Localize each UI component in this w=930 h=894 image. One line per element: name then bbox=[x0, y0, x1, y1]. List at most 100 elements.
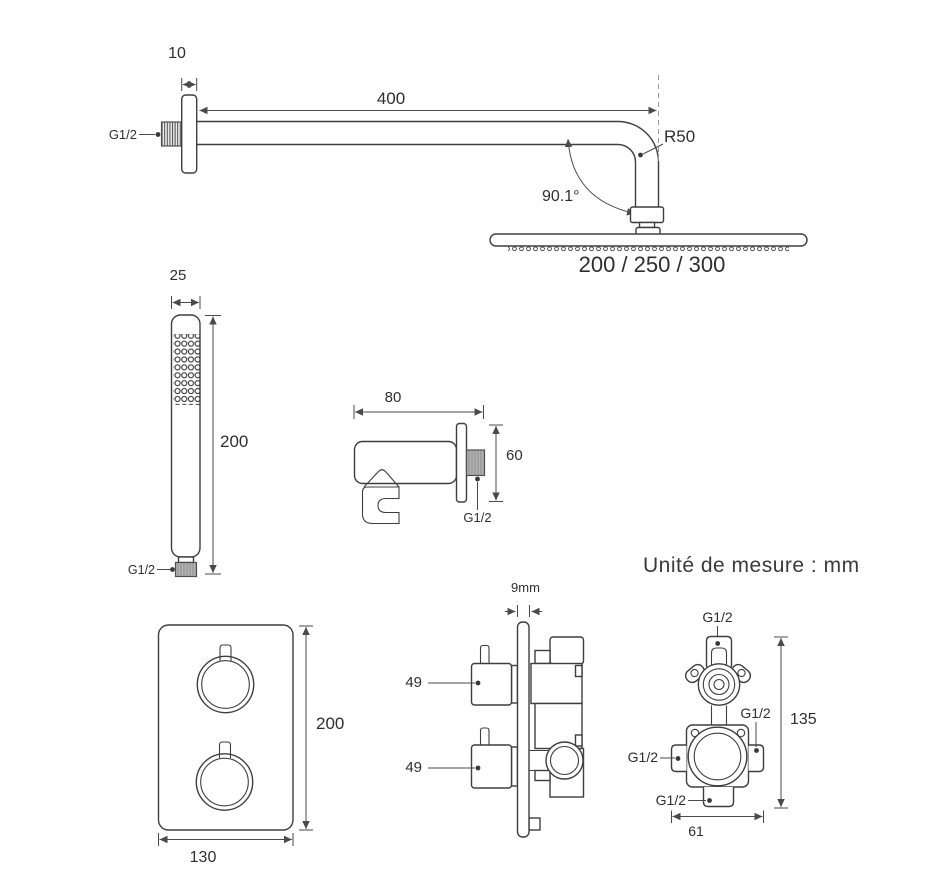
bend-radius-label: R50 bbox=[664, 127, 695, 146]
cartridge-center bbox=[713, 678, 725, 691]
shower-arm-assembly: 10 G1/2 400 R50 90.1° 200 / 250 / 300 bbox=[109, 45, 808, 277]
hand-shower-width-label: 25 bbox=[170, 267, 187, 284]
valve-top-port bbox=[705, 635, 733, 667]
valve-mid-pipe bbox=[710, 705, 728, 725]
hand-shower-thread-connector bbox=[174, 561, 198, 578]
valve-bottom-thread-dot bbox=[707, 798, 712, 803]
main-valve-inner bbox=[693, 732, 742, 781]
outlet-body bbox=[353, 440, 458, 485]
plate-height-ticks bbox=[299, 625, 313, 831]
bottom-knob-depth-dot bbox=[475, 765, 481, 771]
rain-shower-head bbox=[489, 233, 808, 247]
bottom-knob-depth-label: 49 bbox=[405, 759, 422, 776]
outlet-thread-label: G1/2 bbox=[463, 510, 491, 525]
hand-shower-length-ticks bbox=[205, 315, 221, 575]
side-bottom-knob-coupling bbox=[510, 746, 519, 787]
valve-top-port-inner bbox=[710, 647, 728, 678]
cartridge-outer bbox=[697, 663, 741, 706]
outlet-height-label: 60 bbox=[506, 447, 523, 464]
head-sizes-label: 200 / 250 / 300 bbox=[579, 252, 726, 277]
outlet-width-ticks bbox=[353, 405, 484, 419]
dim-flange-thickness-label: 10 bbox=[168, 45, 186, 62]
hand-shower-length-label: 200 bbox=[220, 432, 248, 451]
main-valve-outer bbox=[687, 726, 748, 787]
cartridge-ring-inner bbox=[708, 673, 730, 696]
ear-hole-right bbox=[737, 668, 746, 678]
side-top-knob-body bbox=[470, 662, 513, 706]
trim-plate bbox=[157, 624, 294, 831]
top-knob-outer-ring bbox=[196, 655, 255, 714]
head-connector-nut bbox=[629, 206, 665, 224]
side-port-inner bbox=[549, 745, 580, 776]
valve-bottom-thread-label: G1/2 bbox=[656, 792, 687, 808]
outlet-wall-plate bbox=[455, 422, 468, 503]
rain-head-nozzles bbox=[508, 246, 789, 252]
valve-bottom-port bbox=[702, 787, 735, 808]
ear-hole-left bbox=[690, 668, 699, 678]
valve-height-label: 135 bbox=[790, 711, 817, 728]
outlet-width-label: 80 bbox=[385, 389, 402, 406]
outlet-thread-connector bbox=[465, 449, 486, 477]
wall-outlet-elbow: 80 60 G1/2 bbox=[353, 389, 523, 525]
body-upper-block bbox=[530, 662, 583, 705]
inlet-threaded-nipple bbox=[160, 121, 183, 147]
dim-ticks-flange bbox=[181, 78, 198, 91]
bottom-knob-handle-tab bbox=[218, 741, 232, 758]
valve-top-thread-label: G1/2 bbox=[702, 609, 733, 625]
valve-left-thread-label: G1/2 bbox=[628, 749, 659, 765]
bend-angle-label: 90.1° bbox=[542, 188, 580, 205]
bend-radius-dot bbox=[638, 152, 643, 158]
side-wall-plate bbox=[516, 621, 530, 838]
plate-width-label: 130 bbox=[190, 849, 217, 866]
trim-plate-front-view: 200 130 bbox=[157, 624, 344, 866]
side-plate-thickness-label: 9mm bbox=[511, 580, 540, 595]
arm-inlet-thread-label: G1/2 bbox=[109, 127, 137, 142]
unit-of-measure-note: Unité de mesure : mm bbox=[643, 554, 860, 577]
bottom-knob-inner-ring bbox=[200, 757, 249, 807]
arm-inlet-leader-dot bbox=[155, 132, 161, 137]
hand-shower-spray-holes bbox=[173, 334, 201, 405]
body-middle-block bbox=[534, 702, 583, 750]
bend-angle-arc bbox=[564, 138, 636, 216]
valve-width-label: 61 bbox=[688, 823, 704, 839]
plate-height-label: 200 bbox=[316, 714, 344, 733]
hand-shower: 25 G1/2 200 bbox=[128, 267, 248, 578]
outlet-height-ticks bbox=[489, 424, 503, 502]
dim-arm-length-label: 400 bbox=[377, 89, 405, 108]
body-top-block bbox=[549, 636, 585, 665]
port-connector-lines bbox=[529, 749, 548, 772]
valve-width-ticks bbox=[671, 810, 764, 823]
plate-width-ticks bbox=[158, 833, 294, 846]
side-top-knob-tab bbox=[479, 644, 490, 664]
top-knob-depth-dot bbox=[475, 680, 481, 686]
hand-shower-neck bbox=[177, 556, 195, 564]
top-knob-handle-tab bbox=[219, 644, 232, 661]
side-port-outer bbox=[545, 741, 584, 780]
side-bottom-knob-tab bbox=[479, 727, 490, 746]
hand-shower-thread-label: G1/2 bbox=[128, 563, 155, 577]
top-knob-inner-ring bbox=[201, 660, 250, 709]
head-connector-step bbox=[638, 221, 656, 229]
shower-arm-tube bbox=[196, 120, 660, 207]
valve-right-thread-label: G1/2 bbox=[740, 705, 771, 721]
valve-top-thread-dot bbox=[715, 641, 721, 646]
body-right-notch-top bbox=[574, 664, 583, 678]
valve-left-thread-dot bbox=[675, 756, 681, 761]
side-bottom-knob-body bbox=[470, 744, 513, 789]
body-bottom-step bbox=[534, 769, 551, 782]
hand-shower-width-ticks bbox=[171, 296, 201, 309]
side-top-knob-coupling bbox=[510, 664, 519, 704]
holder-hook bbox=[361, 486, 400, 525]
body-right-notch-bottom bbox=[574, 734, 583, 747]
bottom-knob-outer-ring bbox=[195, 753, 254, 811]
valve-right-port bbox=[748, 744, 765, 773]
plate-rear-step bbox=[528, 817, 541, 831]
mount-hole-right bbox=[736, 728, 746, 738]
side-plate-thickness-ticks bbox=[517, 605, 530, 617]
valve-body-front-view: G1/2 G1/2 G1/2 bbox=[628, 609, 817, 839]
holder-peak bbox=[363, 469, 400, 488]
cartridge-ring bbox=[702, 668, 736, 701]
body-top-step bbox=[534, 649, 551, 665]
